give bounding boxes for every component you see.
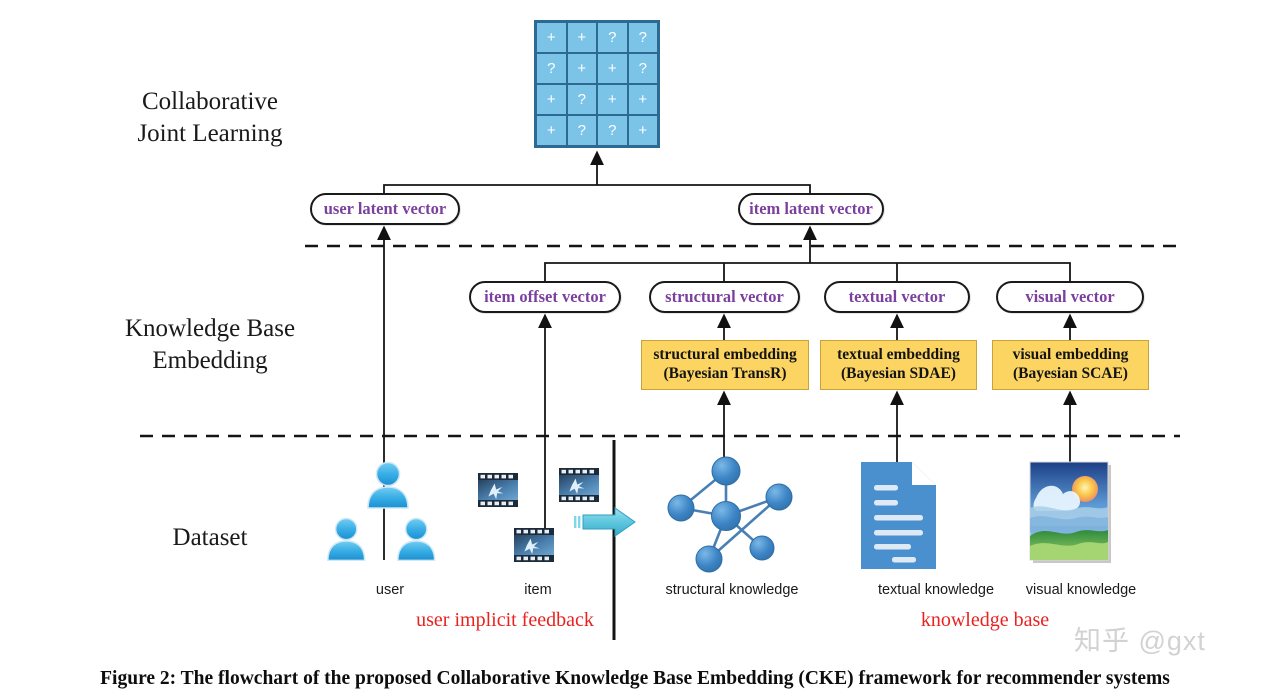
matrix-cell: + bbox=[627, 115, 658, 146]
row-label-dataset: Dataset bbox=[172, 524, 248, 551]
box-structural-embedding: structural embedding (Bayesian TransR) bbox=[641, 340, 809, 390]
caption-user-implicit-feedback: user implicit feedback bbox=[416, 609, 594, 631]
matrix-cell: + bbox=[597, 53, 628, 84]
caption-structural-knowledge: structural knowledge bbox=[665, 582, 799, 598]
embedding-title: structural embedding bbox=[653, 346, 797, 364]
row-label-line-1: Knowledge Base bbox=[124, 315, 296, 342]
node-textual-vector: textual vector bbox=[824, 281, 970, 313]
matrix-cell: ? bbox=[536, 53, 567, 84]
row-label-line-2: Embedding bbox=[152, 347, 268, 374]
node-item-offset-vector: item offset vector bbox=[469, 281, 621, 313]
matrix-cell: + bbox=[536, 84, 567, 115]
box-visual-embedding: visual embedding (Bayesian SCAE) bbox=[992, 340, 1149, 390]
embedding-method: (Bayesian SCAE) bbox=[1013, 365, 1128, 382]
cyan-arrow-icon bbox=[574, 507, 636, 537]
matrix-cell: + bbox=[536, 22, 567, 53]
row-label-line-2: Joint Learning bbox=[137, 120, 283, 147]
person-icon-group bbox=[327, 461, 436, 562]
network-graph-icon bbox=[667, 456, 793, 573]
caption-visual-knowledge: visual knowledge bbox=[1025, 582, 1137, 598]
node-item-latent-vector: item latent vector bbox=[738, 193, 884, 225]
matrix-cell: + bbox=[566, 22, 597, 53]
landscape-image-icon bbox=[1029, 461, 1111, 563]
matrix-cell: ? bbox=[597, 115, 628, 146]
film-strip-icon-group bbox=[478, 468, 599, 562]
node-visual-vector: visual vector bbox=[996, 281, 1144, 313]
embedding-title: visual embedding bbox=[1012, 346, 1129, 364]
matrix-cell: + bbox=[536, 115, 567, 146]
matrix-cell: ? bbox=[597, 22, 628, 53]
embedding-method: (Bayesian SDAE) bbox=[841, 365, 956, 382]
row-label-collaborative-joint-learning: Collaborative Joint Learning bbox=[100, 86, 320, 150]
embedding-method: (Bayesian TransR) bbox=[663, 365, 787, 382]
row-label-knowledge-base-embedding: Knowledge Base Embedding bbox=[100, 313, 320, 377]
embedding-title: textual embedding bbox=[837, 346, 960, 364]
document-icon bbox=[861, 462, 936, 569]
caption-user: user bbox=[375, 582, 405, 598]
matrix-cell: ? bbox=[566, 115, 597, 146]
node-user-latent-vector: user latent vector bbox=[310, 193, 460, 225]
node-structural-vector: structural vector bbox=[649, 281, 800, 313]
matrix-cell: ? bbox=[566, 84, 597, 115]
matrix-cell: ? bbox=[627, 53, 658, 84]
caption-knowledge-base: knowledge base bbox=[920, 609, 1050, 631]
matrix-cell: + bbox=[597, 84, 628, 115]
matrix-cell: + bbox=[627, 84, 658, 115]
watermark: 知乎 @gxt bbox=[1074, 626, 1206, 656]
caption-textual-knowledge: textual knowledge bbox=[877, 582, 995, 598]
row-label-line-1: Collaborative bbox=[141, 88, 279, 115]
rating-matrix: + + ? ? ? + + ? + ? + + + ? ? + bbox=[534, 20, 660, 148]
matrix-cell: ? bbox=[627, 22, 658, 53]
box-textual-embedding: textual embedding (Bayesian SDAE) bbox=[820, 340, 977, 390]
caption-item: item bbox=[524, 582, 552, 598]
matrix-cell: + bbox=[566, 53, 597, 84]
figure-caption: Figure 2: The flowchart of the proposed … bbox=[100, 668, 1170, 689]
